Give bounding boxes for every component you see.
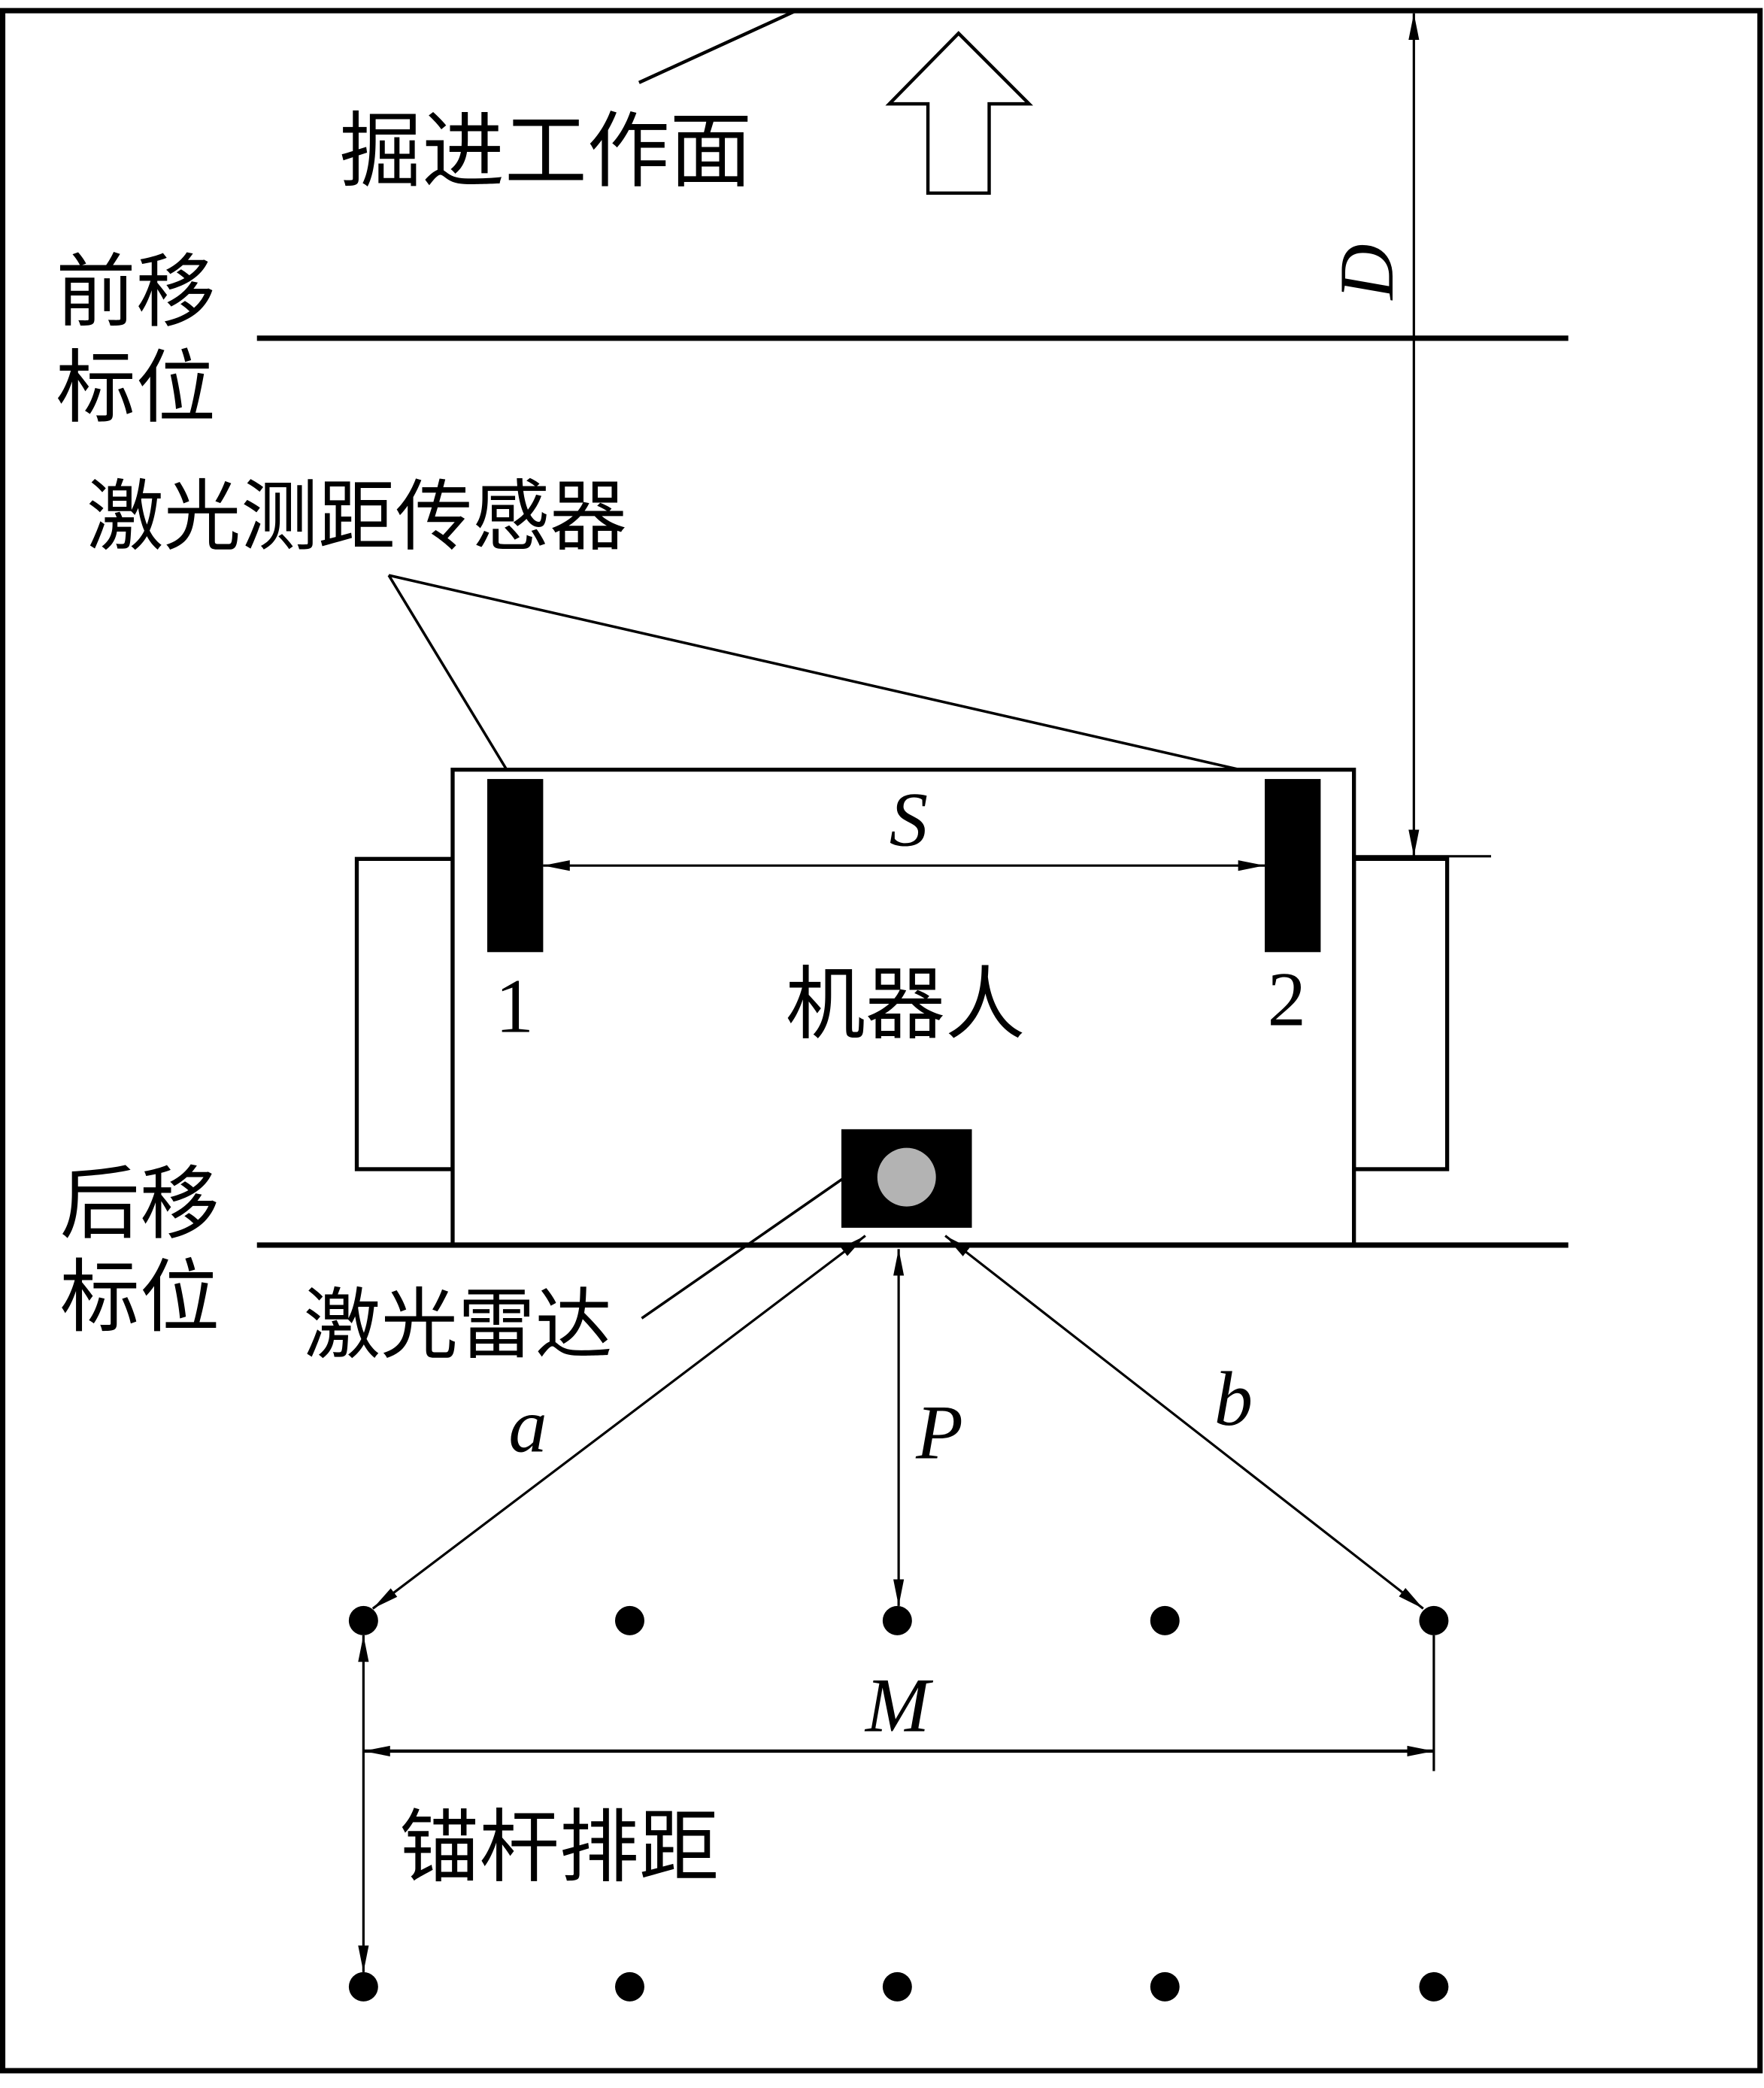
outer-frame (0, 8, 1763, 2074)
anchor-bolt (1150, 1971, 1180, 2002)
anchor-bolt (615, 1971, 644, 2002)
anchor-bolt (1419, 1971, 1449, 2002)
rear-mark-label-line1: 后移 (60, 1158, 220, 1251)
sensor-2-leader (388, 574, 1281, 780)
advance-direction-arrow-icon (885, 31, 1033, 195)
anchor-row-spacing-label: 锚杆排距 (399, 1802, 719, 1895)
distance-a-line (371, 1235, 866, 1610)
lidar-lens-icon (877, 1147, 936, 1207)
distance-p-label: P (915, 1389, 963, 1475)
sensor-1-number: 1 (496, 964, 534, 1050)
anchor-bolt-row-2 (348, 1971, 1449, 2002)
lidar-label: 激光雷达 (304, 1281, 613, 1371)
laser-range-sensor-1 (487, 779, 544, 953)
laser-range-sensor-2 (1265, 779, 1321, 953)
distance-b-line (944, 1235, 1424, 1610)
dimension-s-label: S (890, 777, 928, 863)
anchor-bolt (882, 1971, 912, 2002)
anchor-bolt (348, 1971, 378, 2002)
sensor-2-number: 2 (1268, 957, 1306, 1043)
robot-label: 机器人 (786, 959, 1026, 1052)
working-face-leader (638, 9, 797, 84)
rear-mark-label-line2: 标位 (60, 1251, 220, 1344)
anchor-bolt-row-1 (348, 1605, 1449, 1635)
robot-right-track (1352, 856, 1450, 1171)
dimension-m-label: M (864, 1662, 934, 1748)
distance-b-label: b (1214, 1356, 1253, 1442)
anchor-bolt (1150, 1605, 1180, 1635)
anchor-bolt (615, 1605, 644, 1635)
anchor-bolt (1419, 1605, 1449, 1635)
distance-a-label: a (508, 1383, 547, 1468)
robot-left-track (354, 856, 455, 1171)
front-mark-label-line1: 前移 (56, 246, 215, 339)
front-mark-label-line2: 标位 (56, 342, 215, 435)
sensor-1-leader (387, 574, 511, 776)
anchor-bolt (348, 1605, 378, 1635)
working-face-label: 掘进工作面 (339, 103, 752, 199)
dimension-d-label: D (1324, 244, 1410, 301)
laser-range-sensor-label: 激光测距传感器 (86, 473, 627, 562)
anchor-bolt (882, 1605, 912, 1635)
